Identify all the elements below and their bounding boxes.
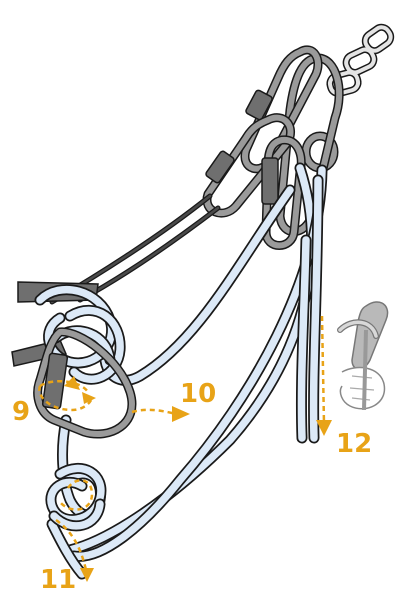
step-12-label: 12: [336, 429, 372, 459]
anchor-carabiner-small: [240, 45, 323, 174]
hms-carabiner: [33, 327, 137, 439]
step-12-arrow: [316, 315, 332, 436]
step-11-arrow: [55, 479, 94, 582]
hand-inset: [337, 301, 389, 411]
device-carabiner: [261, 135, 306, 250]
screw-gate: [245, 89, 273, 121]
anchor-chain: [326, 23, 395, 98]
step-10-label: 10: [180, 379, 216, 409]
step-11-label: 11: [40, 565, 76, 595]
knot-lower: [45, 463, 107, 532]
step-10-arrow: [131, 406, 190, 422]
step-9-label: 9: [12, 397, 30, 427]
step-9-arrow: [38, 376, 96, 412]
